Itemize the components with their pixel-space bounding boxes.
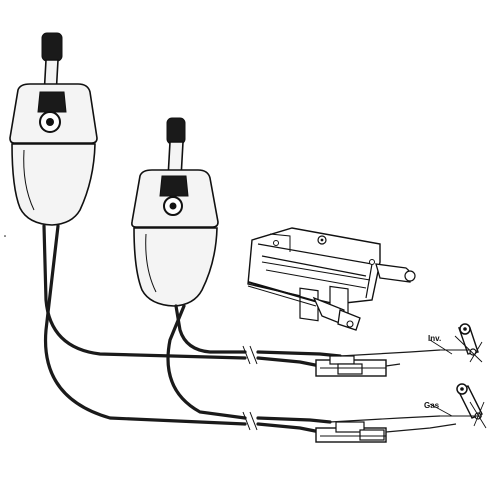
left-lever-grip xyxy=(41,32,63,62)
right-gas-cable xyxy=(166,304,247,420)
inv-linkage xyxy=(429,323,483,363)
left-lever-hub xyxy=(37,91,67,113)
gas-linkage xyxy=(429,383,487,429)
cables xyxy=(42,224,342,434)
right-inv-cable xyxy=(174,304,247,354)
left-inv-cable xyxy=(42,224,247,360)
gas-label: Gas xyxy=(424,401,440,410)
gas-cable-clamp xyxy=(315,415,457,443)
right-control-housing xyxy=(133,227,218,307)
left-control-housing xyxy=(11,143,96,226)
right-control-unit xyxy=(131,117,219,307)
inset-connector-assembly xyxy=(247,227,416,331)
right-lever-grip xyxy=(166,117,186,145)
inv-label: Inv. xyxy=(428,334,441,343)
left-gas-cable xyxy=(43,224,247,426)
inv-cable-clamp xyxy=(315,349,441,377)
left-control-unit xyxy=(9,32,98,226)
stray-dot xyxy=(4,235,6,237)
right-lever-hub xyxy=(159,175,189,197)
